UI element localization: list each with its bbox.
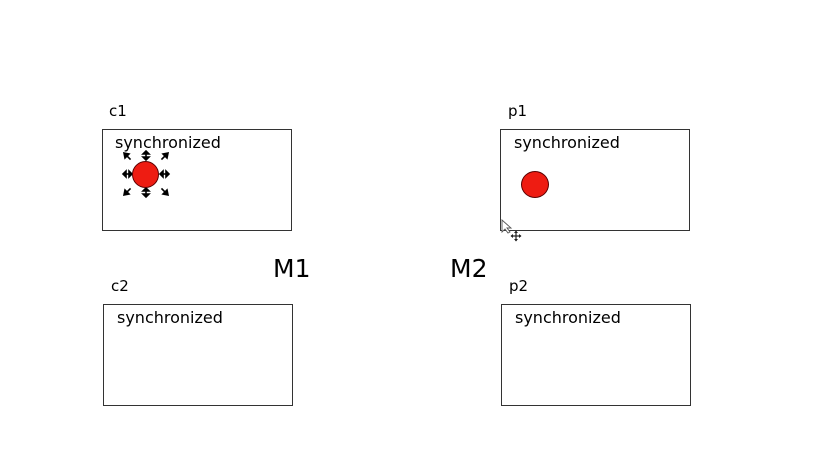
resize-handles-icon[interactable] [120, 149, 172, 200]
p2-status-text: synchronized [515, 308, 621, 327]
c2-panel[interactable]: synchronized [103, 304, 293, 406]
p1-status-text: synchronized [514, 133, 620, 152]
move-icon [510, 230, 522, 242]
p2-label: p2 [509, 277, 529, 295]
c1-label: c1 [109, 102, 127, 120]
c2-status-text: synchronized [117, 308, 223, 327]
p1-ball[interactable] [521, 171, 549, 198]
p2-panel[interactable]: synchronized [501, 304, 691, 406]
c1-ball[interactable] [132, 161, 159, 188]
mouse-pointer-icon [501, 218, 513, 234]
p1-label: p1 [508, 102, 528, 120]
c2-label: c2 [111, 277, 129, 295]
c1-status-text: synchronized [115, 133, 221, 152]
machine-m1-label: M1 [273, 254, 311, 283]
machine-m2-label: M2 [450, 254, 488, 283]
